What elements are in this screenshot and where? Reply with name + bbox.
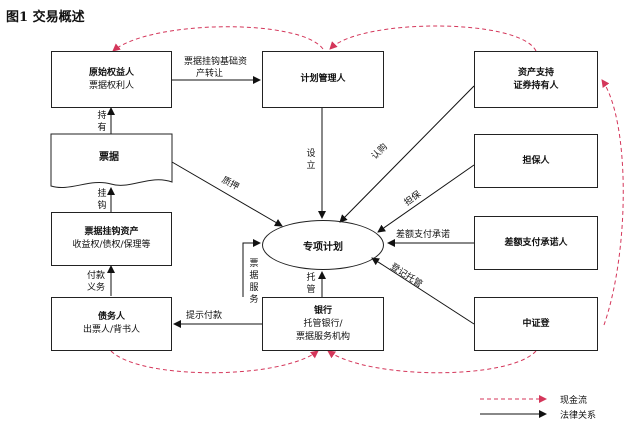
label-payment-obligation-2: 义务 <box>87 283 106 293</box>
plan-manager-title: 计划管理人 <box>300 74 346 84</box>
guarantor-box: 担保人 <box>474 134 598 188</box>
label-transfer-2: 产转让 <box>196 69 224 79</box>
shortfall-provider-title: 差额支付承诺人 <box>504 237 568 248</box>
special-plan-title: 专项计划 <box>303 241 343 253</box>
label-present-payment: 提示付款 <box>186 311 223 321</box>
legend-legal-relation: 法律关系 <box>560 411 597 421</box>
figure-title: 图1 交易概述 <box>6 10 85 25</box>
debtor-subtitle: 出票人/背书人 <box>82 325 141 335</box>
edge-subscribe <box>339 85 475 223</box>
cashflow-csdc-to-holder <box>601 79 624 326</box>
legend-cash-flow: 现金流 <box>560 396 588 406</box>
debtor-title: 债务人 <box>97 312 125 322</box>
label-transfer: 票据挂钩基础资 <box>184 57 248 67</box>
abs-holder-subtitle: 证券持有人 <box>513 80 559 91</box>
edge-registration <box>371 257 475 325</box>
label-link: 挂钩 <box>97 189 107 211</box>
debtor-box: 债务人 出票人/背书人 <box>51 297 172 351</box>
bill-linked-assets-subtitle: 收益权/债权/保理等 <box>72 240 151 250</box>
label-shortfall: 差额支付承诺 <box>396 230 451 240</box>
bill-title: 票据 <box>99 152 119 163</box>
abs-holder-box: 资产支持 证券持有人 <box>474 51 598 108</box>
originator-box: 原始权益人 票据权利人 <box>51 51 172 108</box>
label-bill-service: 票据服务 <box>249 259 259 305</box>
csdc-title: 中证登 <box>522 318 550 329</box>
bank-subtitle: 托管银行/ <box>303 318 343 329</box>
edge-guarantee <box>377 164 475 233</box>
plan-manager-box: 计划管理人 <box>262 51 384 108</box>
guarantor-title: 担保人 <box>522 155 550 166</box>
abs-holder-title: 资产支持 <box>517 67 554 78</box>
bank-subtitle-2: 票据服务机构 <box>295 331 350 342</box>
shortfall-provider-box: 差额支付承诺人 <box>474 216 598 270</box>
bill-linked-assets-title: 票据挂钩资产 <box>84 227 139 237</box>
label-establish: 设立 <box>306 149 316 171</box>
cashflow-debtor-to-bank <box>110 350 319 374</box>
cashflow-plan-to-originator <box>112 26 324 52</box>
label-payment-obligation-1: 付款 <box>87 271 106 281</box>
cashflow-holder-to-plan <box>329 25 537 52</box>
label-custody: 托管 <box>306 273 316 295</box>
edge-bill-service <box>242 239 261 297</box>
originator-subtitle: 票据权利人 <box>88 80 134 91</box>
cashflow-csdc-to-bank <box>327 350 537 374</box>
special-plan-ellipse: 专项计划 <box>262 220 384 270</box>
originator-title: 原始权益人 <box>88 67 134 78</box>
edge-pledge <box>171 161 283 227</box>
csdc-box: 中证登 <box>474 297 598 351</box>
bill-linked-assets-box: 票据挂钩资产 收益权/债权/保理等 <box>51 212 172 266</box>
bank-title: 银行 <box>313 305 332 316</box>
bank-box: 银行 托管银行/ 票据服务机构 <box>262 297 384 351</box>
label-hold: 持有 <box>97 111 107 133</box>
bill-shape <box>50 133 173 188</box>
